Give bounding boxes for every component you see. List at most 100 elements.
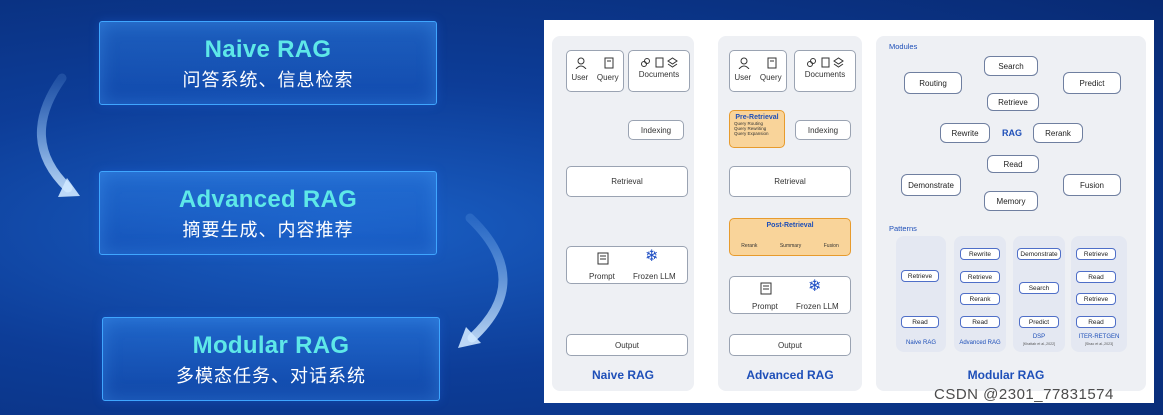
- document-icon: [654, 57, 665, 70]
- user-label: User: [571, 73, 589, 82]
- query-icon: [766, 57, 778, 71]
- pattern-step: Retrieve: [960, 271, 1000, 283]
- layers-icon: [666, 57, 678, 70]
- output-box: Output: [729, 334, 851, 356]
- pattern-name: Naive RAG: [905, 340, 936, 346]
- pattern-step: Rewrite: [960, 248, 1000, 260]
- post-retrieval-item: Rerank: [741, 243, 758, 249]
- link-icon: [806, 57, 817, 70]
- stage-subtitle: 问答系统、信息检索: [182, 70, 354, 91]
- post-retrieval-item: Fusion: [823, 243, 839, 249]
- pattern-step: Search: [1019, 282, 1059, 294]
- output-box: Output: [566, 334, 688, 356]
- pattern-name: DSP: [1032, 334, 1046, 340]
- modular-rag-title: Modular RAG: [967, 368, 1045, 382]
- stage-title: Advanced RAG: [178, 186, 358, 213]
- indexing-box: Indexing: [795, 120, 851, 140]
- stage-title: Modular RAG: [192, 332, 350, 359]
- pre-retrieval-title: Pre-Retrieval: [735, 114, 779, 121]
- stage-subtitle: 多模态任务、对话系统: [176, 366, 366, 387]
- output-label: Output: [777, 340, 802, 350]
- documents-box: Documents: [628, 50, 690, 92]
- module-predict: Predict: [1063, 72, 1121, 94]
- watermark: CSDN @2301_77831574: [934, 386, 1114, 403]
- stage-naive-rag: Naive RAG 问答系统、信息检索: [99, 21, 437, 105]
- retrieval-label: Retrieval: [774, 177, 806, 186]
- naive-rag-title: Naive RAG: [591, 368, 655, 382]
- prompt-label: Prompt: [752, 302, 778, 311]
- post-retrieval-box: Post-Retrieval Rerank Summary Fusion: [729, 218, 851, 256]
- output-label: Output: [614, 340, 639, 350]
- post-retrieval-item: Summary: [779, 243, 802, 249]
- pattern-name: Advanced RAG: [959, 340, 1001, 346]
- module-rewrite: Rewrite: [940, 123, 990, 143]
- module-memory: Memory: [984, 191, 1038, 211]
- pattern-step: Rerank: [960, 293, 1000, 305]
- user-query-box: User Query: [729, 50, 787, 92]
- prompt-llm-box: ❄ Prompt Frozen LLM: [729, 276, 851, 314]
- snowflake-icon: ❄: [645, 248, 659, 265]
- prompt-label: Prompt: [589, 272, 615, 281]
- modules-label: Modules: [889, 42, 918, 51]
- stage-advanced-rag: Advanced RAG 摘要生成、内容推荐: [99, 171, 437, 255]
- advanced-rag-title: Advanced RAG: [746, 368, 834, 382]
- indexing-label: Indexing: [640, 125, 672, 135]
- documents-label: Documents: [804, 70, 846, 79]
- prompt-llm-box: ❄ Prompt Frozen LLM: [566, 246, 688, 284]
- pattern-step: Read: [1076, 271, 1116, 283]
- pre-retrieval-box: Pre-Retrieval Query Routing Query Rewrit…: [729, 110, 785, 148]
- rag-paradigms-diagram: User Query Documents Indexing Retrieval …: [544, 20, 1154, 403]
- pre-retrieval-item: Query Routing: [734, 121, 764, 126]
- pattern-naive-rag: [896, 236, 946, 352]
- frozen-llm-label: Frozen LLM: [633, 272, 676, 281]
- stage-flow-arrows: [37, 73, 508, 348]
- link-icon: [640, 57, 651, 70]
- snowflake-icon: ❄: [808, 278, 822, 295]
- retrieval-box: Retrieval: [729, 166, 851, 197]
- pattern-step: Retrieve: [1076, 248, 1116, 260]
- indexing-label: Indexing: [807, 125, 839, 135]
- prompt-icon: [597, 252, 609, 267]
- pattern-step: Retrieve: [901, 270, 939, 282]
- indexing-box: Indexing: [628, 120, 684, 140]
- documents-box: Documents: [794, 50, 856, 92]
- module-demonstrate: Demonstrate: [901, 174, 961, 196]
- pattern-step: Retrieve: [1076, 293, 1116, 305]
- pattern-step: Demonstrate: [1017, 248, 1061, 260]
- patterns-label: Patterns: [889, 224, 917, 233]
- advanced-rag-column: [718, 36, 862, 391]
- pattern-step: Predict: [1019, 316, 1059, 328]
- pattern-citation: [Khattab et al.,2022]: [1022, 342, 1056, 346]
- query-label: Query: [759, 73, 782, 82]
- naive-rag-column: [552, 36, 694, 391]
- document-icon: [820, 57, 831, 70]
- stage-subtitle: 摘要生成、内容推荐: [182, 220, 354, 241]
- layers-icon: [832, 57, 844, 70]
- module-routing: Routing: [904, 72, 962, 94]
- post-retrieval-title: Post-Retrieval: [766, 222, 814, 229]
- pre-retrieval-item: Query Rewriting: [734, 126, 767, 131]
- pattern-step: Read: [1076, 316, 1116, 328]
- module-search: Search: [984, 56, 1038, 76]
- frozen-llm-label: Frozen LLM: [796, 302, 839, 311]
- module-fusion: Fusion: [1063, 174, 1121, 196]
- module-rerank: Rerank: [1033, 123, 1083, 143]
- stage-modular-rag: Modular RAG 多模态任务、对话系统: [102, 317, 440, 401]
- retrieval-label: Retrieval: [611, 177, 643, 186]
- module-read: Read: [987, 155, 1039, 173]
- retrieval-box: Retrieval: [566, 166, 688, 197]
- stage-title: Naive RAG: [204, 36, 332, 63]
- module-rag: RAG: [1002, 128, 1022, 138]
- query-label: Query: [596, 73, 619, 82]
- pattern-citation: [Shao et al.,2023]: [1084, 342, 1114, 346]
- pattern-step: Read: [901, 316, 939, 328]
- user-icon: [738, 57, 750, 71]
- pattern-name: ITER-RETGEN: [1078, 334, 1120, 340]
- user-icon: [575, 57, 587, 71]
- user-query-box: User Query: [566, 50, 624, 92]
- module-retrieve: Retrieve: [987, 93, 1039, 111]
- documents-label: Documents: [638, 70, 680, 79]
- pattern-step: Read: [960, 316, 1000, 328]
- user-label: User: [734, 73, 752, 82]
- prompt-icon: [760, 282, 772, 297]
